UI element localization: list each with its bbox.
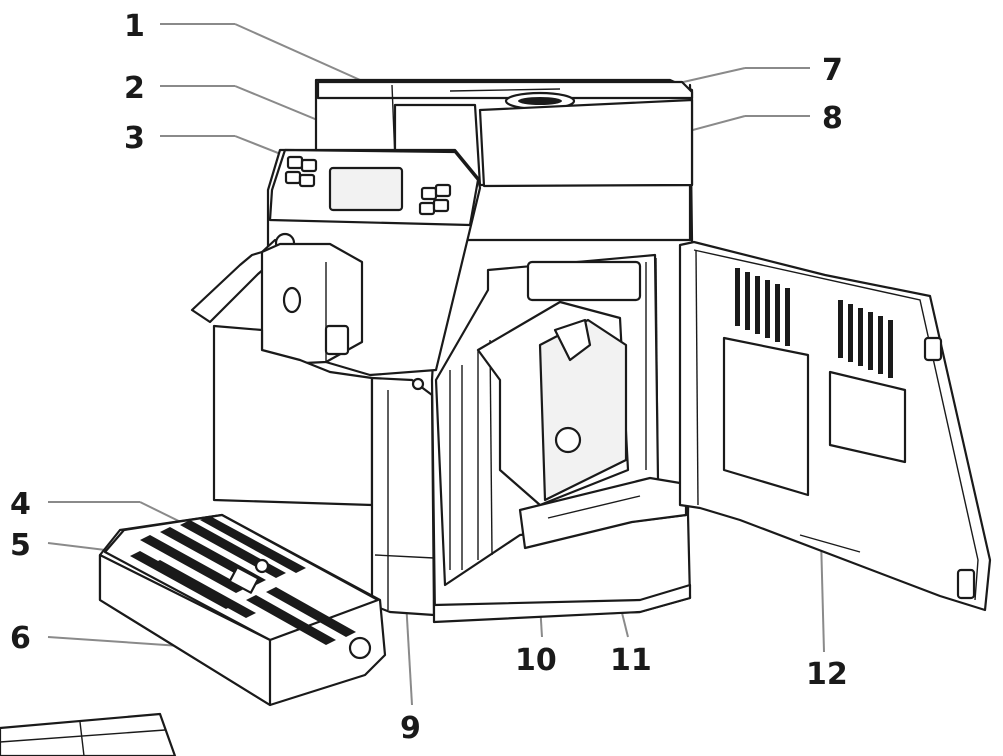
coffee-machine: [190, 78, 694, 624]
front-top-cover: [478, 98, 694, 188]
right-button-4: [432, 198, 450, 213]
drip-tray-grille: [130, 516, 356, 645]
callout-7: 7: [822, 53, 843, 88]
door-bottom-rib: [799, 534, 861, 553]
inner-drip-tray: [518, 476, 688, 550]
grille-slot: [140, 535, 246, 593]
left-button-4: [298, 173, 316, 188]
door-inner-edge: [693, 249, 979, 601]
rail-4: [489, 339, 493, 556]
dispenser-latch: [324, 324, 350, 356]
door-label-left: [722, 336, 810, 497]
vent-slot: [765, 280, 770, 338]
callout-10: 10: [515, 643, 557, 678]
right-button-3: [418, 201, 436, 216]
callout-6: 6: [10, 621, 31, 656]
drip-tray-button: [348, 636, 372, 660]
callout-3: 3: [124, 121, 145, 156]
callout-1: 1: [124, 9, 145, 44]
door-label-right: [828, 370, 907, 464]
vent-slot: [735, 268, 740, 326]
door-latch-bottom: [956, 568, 976, 600]
vent-slot: [858, 308, 863, 366]
machine-base: [432, 583, 692, 624]
vent-slot: [785, 288, 790, 346]
door-latch-top: [923, 336, 943, 362]
grille-slot: [246, 595, 336, 645]
vent-slot: [755, 276, 760, 334]
hopper-funnel: [526, 260, 642, 302]
inset-fragment: [0, 712, 177, 756]
water-tank: [370, 376, 436, 617]
drip-tray-float-window: [228, 566, 260, 594]
lid-knob-center: [518, 97, 562, 105]
drip-tray-front: [98, 553, 272, 707]
rail-6: [655, 257, 659, 479]
water-tank-button: [411, 377, 425, 391]
water-tank-line: [374, 554, 435, 559]
left-button-2: [284, 170, 302, 185]
service-door: [678, 240, 992, 612]
inner-tray-slot: [547, 495, 641, 519]
left-button-3: [300, 158, 318, 173]
callout-12: 12: [806, 657, 848, 692]
callout-11: 11: [610, 643, 652, 678]
lid-handle: [449, 88, 561, 92]
drip-tray-indicator: [254, 558, 270, 574]
dispenser-dial: [282, 286, 302, 314]
vent-slot: [868, 312, 873, 370]
leader-1b: [234, 23, 379, 89]
vent-slot: [838, 300, 843, 358]
callout-labels: 1 2 3 4 5 6 7 8 9 10 11 12: [10, 9, 848, 746]
grille-slot: [266, 587, 356, 637]
grille-slot: [150, 560, 256, 618]
brew-group-piston: [554, 426, 582, 454]
display-screen: [328, 166, 404, 212]
door-hinge-edge: [695, 249, 699, 506]
callout-8: 8: [822, 101, 843, 136]
inset-line-1: [0, 729, 166, 743]
door-vent-right: [838, 300, 893, 378]
vent-slot: [878, 316, 883, 374]
right-button-1: [420, 186, 438, 201]
vent-slot: [848, 304, 853, 362]
brew-group-lever: [553, 318, 592, 362]
callout-4: 4: [10, 487, 31, 522]
door-vent-left: [735, 268, 790, 346]
vent-slot: [775, 284, 780, 342]
vent-slot: [888, 320, 893, 378]
right-button-2: [434, 183, 452, 198]
callout-2: 2: [124, 71, 145, 106]
callout-9: 9: [400, 711, 421, 746]
left-button-1: [286, 155, 304, 170]
drip-tray: [98, 513, 387, 707]
inset-line-2: [79, 721, 85, 756]
vent-slot: [745, 272, 750, 330]
front-panel: [212, 324, 374, 507]
grille-slot: [200, 516, 306, 573]
lid-split: [391, 84, 396, 161]
callout-5: 5: [10, 528, 31, 563]
